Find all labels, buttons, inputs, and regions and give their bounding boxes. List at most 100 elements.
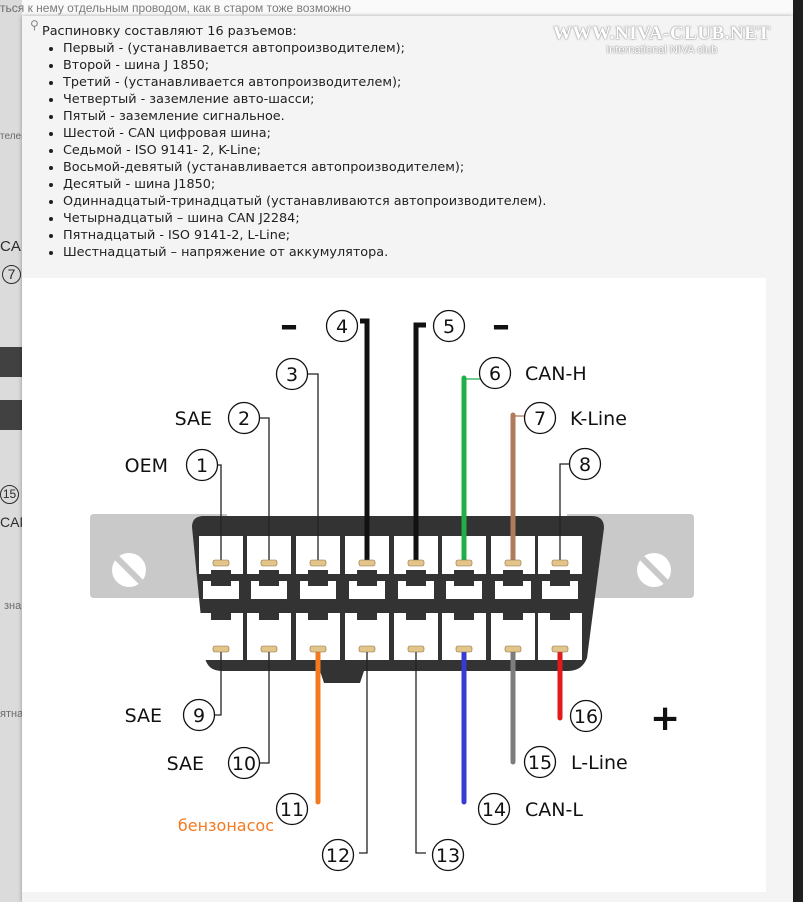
list-item: Четырнадцатый – шина CAN J2284; <box>63 210 546 227</box>
wire-pin-4-hook <box>360 318 370 563</box>
cavity-bottom <box>199 613 243 660</box>
callout-label: SAE <box>125 705 162 727</box>
cavity-web <box>357 570 377 586</box>
pin-contact-6 <box>455 559 473 567</box>
callout-circle <box>431 838 465 872</box>
background-fragment: телен <box>0 131 27 142</box>
background-shape <box>0 347 22 377</box>
list-item: Одиннадцатый-тринадцатый (устанавливаютс… <box>63 193 546 210</box>
callout-pin-13: 13 <box>431 838 465 872</box>
pin-contact-10 <box>260 645 278 653</box>
background-fragment: 7 <box>2 265 21 284</box>
cavity-web <box>454 604 474 620</box>
callout-pin-3: 3 <box>275 357 309 391</box>
cavity-web <box>406 570 426 586</box>
cavity-web <box>259 570 279 586</box>
callout-label: бензонасос <box>178 816 274 835</box>
pin-contact-5 <box>407 559 425 567</box>
callout-pin-4: 4– <box>280 305 359 346</box>
leader-line-pin-12 <box>359 649 368 854</box>
callout-number: 5 <box>443 316 455 338</box>
article-text: Распиновку составляют 16 разъемов: Первы… <box>42 23 546 261</box>
callout-pin-16: 16 + <box>569 698 680 739</box>
background-text-line: ться к нему отдельным проводом, как в ст… <box>0 1 351 15</box>
cavity-web <box>259 604 279 620</box>
callout-pin-5: 5– <box>432 305 510 346</box>
pin-contact-11 <box>309 645 327 653</box>
cavity-web <box>454 570 474 586</box>
callout-circle <box>325 309 359 343</box>
watermark-subtitle: International NIVA club <box>606 44 718 56</box>
callout-circle <box>185 448 219 482</box>
pin-contact-15 <box>504 645 522 653</box>
callout-number: 2 <box>238 408 250 430</box>
list-item: Шестой - CAN цифровая шина; <box>63 125 546 142</box>
callout-label: SAE <box>175 408 212 430</box>
callout-circle <box>477 792 511 826</box>
leader-line-pin-10 <box>259 649 270 764</box>
callout-number: 11 <box>280 799 304 821</box>
pin-contact-16 <box>551 645 569 653</box>
callout-number: 16 <box>574 706 598 728</box>
callout-circle <box>182 698 216 732</box>
leader-line-pin-13 <box>415 649 426 854</box>
callout-number: 1 <box>196 455 208 477</box>
callout-number: 3 <box>286 364 298 386</box>
background-shape <box>0 400 22 430</box>
callout-label: OEM <box>125 455 168 477</box>
callout-label: – <box>492 305 510 346</box>
background-fragment: зна <box>4 600 22 612</box>
callout-pin-1: 1 OEM <box>125 448 219 482</box>
pin-contact-2 <box>260 559 278 567</box>
cavity-bottom <box>345 613 389 660</box>
callout-circle <box>275 792 309 826</box>
list-item: Третий - (устанавливается автопроизводит… <box>63 74 546 91</box>
callout-label: CAN-L <box>525 799 583 821</box>
wires <box>211 318 570 854</box>
cavity-bottom <box>247 613 291 660</box>
wire-pin-5-hook <box>413 322 426 563</box>
list-item: Второй - шина J 1850; <box>63 57 546 74</box>
list-item: Десятый - шина J1850; <box>63 176 546 193</box>
callout-label: – <box>280 305 298 346</box>
list-item: Пятый - заземление сигнальное. <box>63 108 546 125</box>
cavity-web <box>357 604 377 620</box>
callout-circle <box>569 699 603 733</box>
cavity-web <box>406 604 426 620</box>
watermark: WWW.NIVA-CLUB.NET International NIVA clu… <box>553 24 771 57</box>
callout-number: 4 <box>336 316 348 338</box>
callout-number: 13 <box>436 845 460 867</box>
callout-circle <box>275 357 309 391</box>
article-intro: Распиновку составляют 16 разъемов: <box>42 24 297 39</box>
callout-number: 8 <box>579 454 591 476</box>
cavity-bottom <box>442 613 486 660</box>
background-fragment: ятна <box>0 708 24 720</box>
pin-contact-7 <box>504 559 522 567</box>
cavity-bottom <box>491 613 535 660</box>
cavity-bottom <box>394 613 438 660</box>
pin-contact-4 <box>358 559 376 567</box>
callout-circle <box>523 745 557 779</box>
overlay-shade <box>793 0 803 902</box>
pin-contact-3 <box>309 559 327 567</box>
magnifier-icon: ⚲ <box>30 18 39 32</box>
cavity-web <box>308 604 328 620</box>
callout-number: 14 <box>482 799 506 821</box>
cavity-web <box>550 570 570 586</box>
callout-circle <box>227 401 261 435</box>
callout-label: + <box>650 698 680 739</box>
callout-number: 15 <box>528 752 552 774</box>
pin-contact-9 <box>212 645 230 653</box>
cavity-web <box>211 570 231 586</box>
callout-circle <box>568 447 602 481</box>
cavity-web <box>211 604 231 620</box>
list-item: Восьмой-девятый (устанавливается автопро… <box>63 159 546 176</box>
callout-label: CAN-H <box>525 363 587 385</box>
leader-line-pin-8 <box>559 463 570 563</box>
